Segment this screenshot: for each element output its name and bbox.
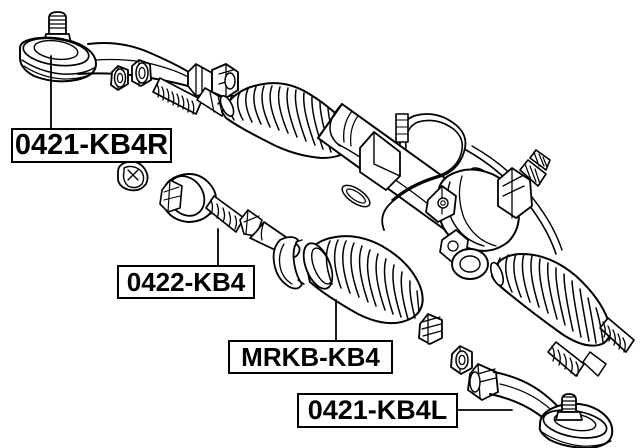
part-label-mrkb-kb4[interactable]: MRKB-KB4 xyxy=(228,340,393,374)
leader-lines xyxy=(50,55,513,411)
part-rack-bellows-boot-left xyxy=(489,253,611,347)
part-inner-tie-rod-axial-rod xyxy=(159,173,301,259)
part-boot-clamp-grommet xyxy=(418,313,443,345)
part-ball-stud-nut xyxy=(450,345,473,375)
part-outer-tie-rod-end-right xyxy=(18,11,239,99)
part-outer-tie-rod-end-left xyxy=(467,363,614,448)
part-tie-rod-lock-nut xyxy=(110,65,129,91)
part-label-0421-kb4r[interactable]: 0421-KB4R xyxy=(11,128,172,163)
part-boot-retaining-clip-large xyxy=(272,236,305,290)
part-rack-boot-bellows xyxy=(302,235,424,325)
part-label-0421-kb4l[interactable]: 0421-KB4L xyxy=(297,393,458,428)
part-rack-threaded-shaft-left xyxy=(547,317,635,377)
part-pinion-valve-housing xyxy=(425,149,551,280)
part-label-0422-kb4[interactable]: 0422-KB4 xyxy=(117,265,255,299)
part-boot-retaining-clip-small xyxy=(117,160,149,192)
part-rack-nut-washer xyxy=(131,59,152,87)
